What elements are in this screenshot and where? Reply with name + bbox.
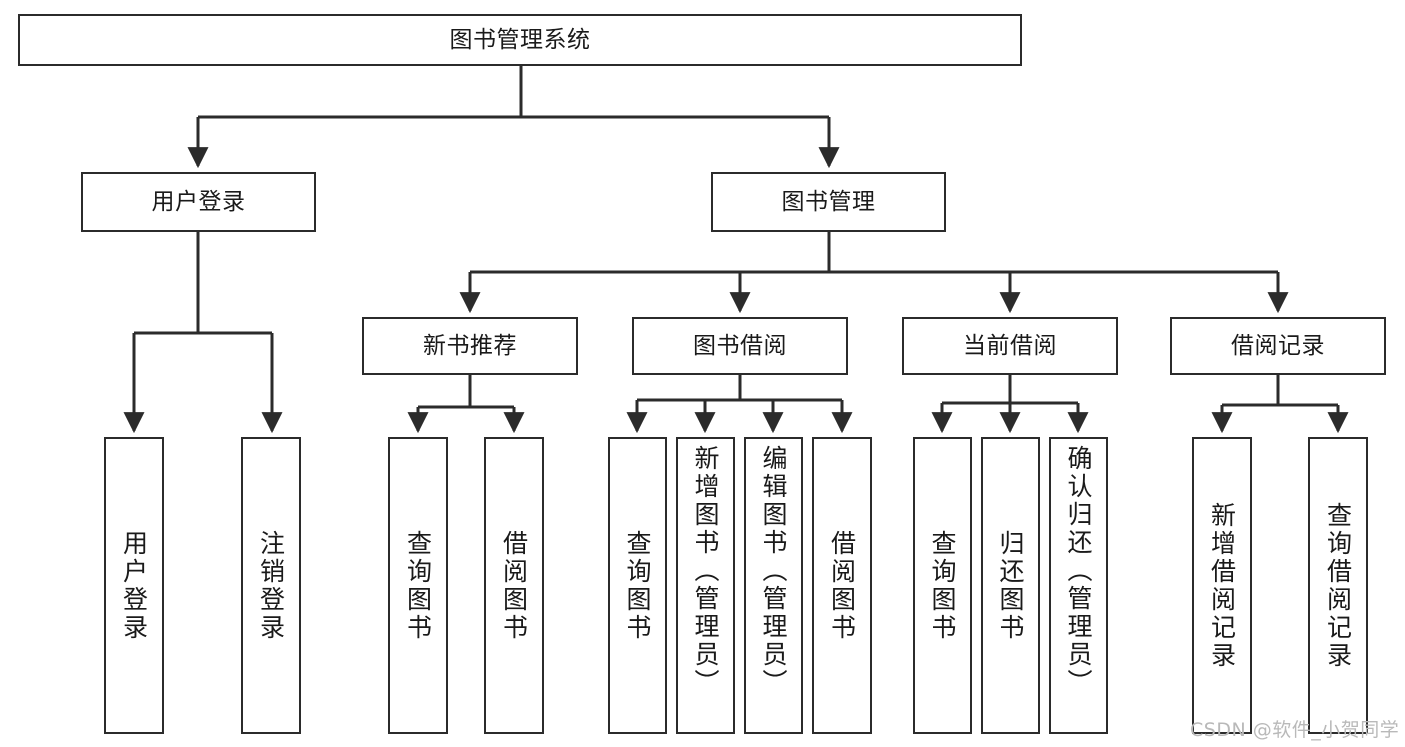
node-leaf-user-login-label: 用户登录 xyxy=(119,529,149,642)
node-book-management-label: 图书管理 xyxy=(781,188,876,215)
node-leaf-query-record[interactable]: 查询借阅记录 xyxy=(1308,437,1368,734)
node-leaf-query-book-2[interactable]: 查询图书 xyxy=(608,437,667,734)
node-leaf-confirm-return[interactable]: 确认归还（管理员） xyxy=(1049,437,1108,734)
node-leaf-add-book-label: 新增图书（管理员） xyxy=(691,445,720,697)
node-current-borrow[interactable]: 当前借阅 xyxy=(902,317,1118,375)
node-leaf-add-record[interactable]: 新增借阅记录 xyxy=(1192,437,1252,734)
node-leaf-logout-login[interactable]: 注销登录 xyxy=(241,437,301,734)
node-leaf-borrow-book-2-label: 借阅图书 xyxy=(827,529,857,642)
node-leaf-return-book[interactable]: 归还图书 xyxy=(981,437,1040,734)
node-leaf-borrow-book-2[interactable]: 借阅图书 xyxy=(812,437,872,734)
node-leaf-borrow-book-1[interactable]: 借阅图书 xyxy=(484,437,544,734)
node-leaf-edit-book-label: 编辑图书（管理员） xyxy=(759,445,788,697)
node-leaf-edit-book[interactable]: 编辑图书（管理员） xyxy=(744,437,803,734)
node-leaf-add-record-label: 新增借阅记录 xyxy=(1207,501,1237,670)
node-leaf-query-book-1-label: 查询图书 xyxy=(403,529,433,642)
node-borrow-record[interactable]: 借阅记录 xyxy=(1170,317,1386,375)
node-book-borrow[interactable]: 图书借阅 xyxy=(632,317,848,375)
node-user-login[interactable]: 用户登录 xyxy=(81,172,316,232)
node-root-label: 图书管理系统 xyxy=(449,26,591,53)
node-book-management[interactable]: 图书管理 xyxy=(711,172,946,232)
node-current-borrow-label: 当前借阅 xyxy=(963,332,1057,359)
node-leaf-logout-login-label: 注销登录 xyxy=(256,529,286,642)
node-leaf-return-book-label: 归还图书 xyxy=(996,529,1025,642)
node-new-book-recommend-label: 新书推荐 xyxy=(423,332,517,359)
node-user-login-label: 用户登录 xyxy=(151,188,246,215)
node-leaf-user-login[interactable]: 用户登录 xyxy=(104,437,164,734)
node-new-book-recommend[interactable]: 新书推荐 xyxy=(362,317,578,375)
node-leaf-query-book-3[interactable]: 查询图书 xyxy=(913,437,972,734)
node-borrow-record-label: 借阅记录 xyxy=(1231,332,1325,359)
node-leaf-query-record-label: 查询借阅记录 xyxy=(1323,501,1353,670)
node-root[interactable]: 图书管理系统 xyxy=(18,14,1022,66)
node-book-borrow-label: 图书借阅 xyxy=(693,332,787,359)
node-leaf-borrow-book-1-label: 借阅图书 xyxy=(499,529,529,642)
node-leaf-query-book-1[interactable]: 查询图书 xyxy=(388,437,448,734)
node-leaf-add-book[interactable]: 新增图书（管理员） xyxy=(676,437,735,734)
node-leaf-query-book-2-label: 查询图书 xyxy=(623,529,652,642)
csdn-watermark: CSDN @软件_小贺同学 xyxy=(1190,719,1400,741)
node-leaf-query-book-3-label: 查询图书 xyxy=(928,529,957,642)
node-leaf-confirm-return-label: 确认归还（管理员） xyxy=(1064,445,1093,697)
